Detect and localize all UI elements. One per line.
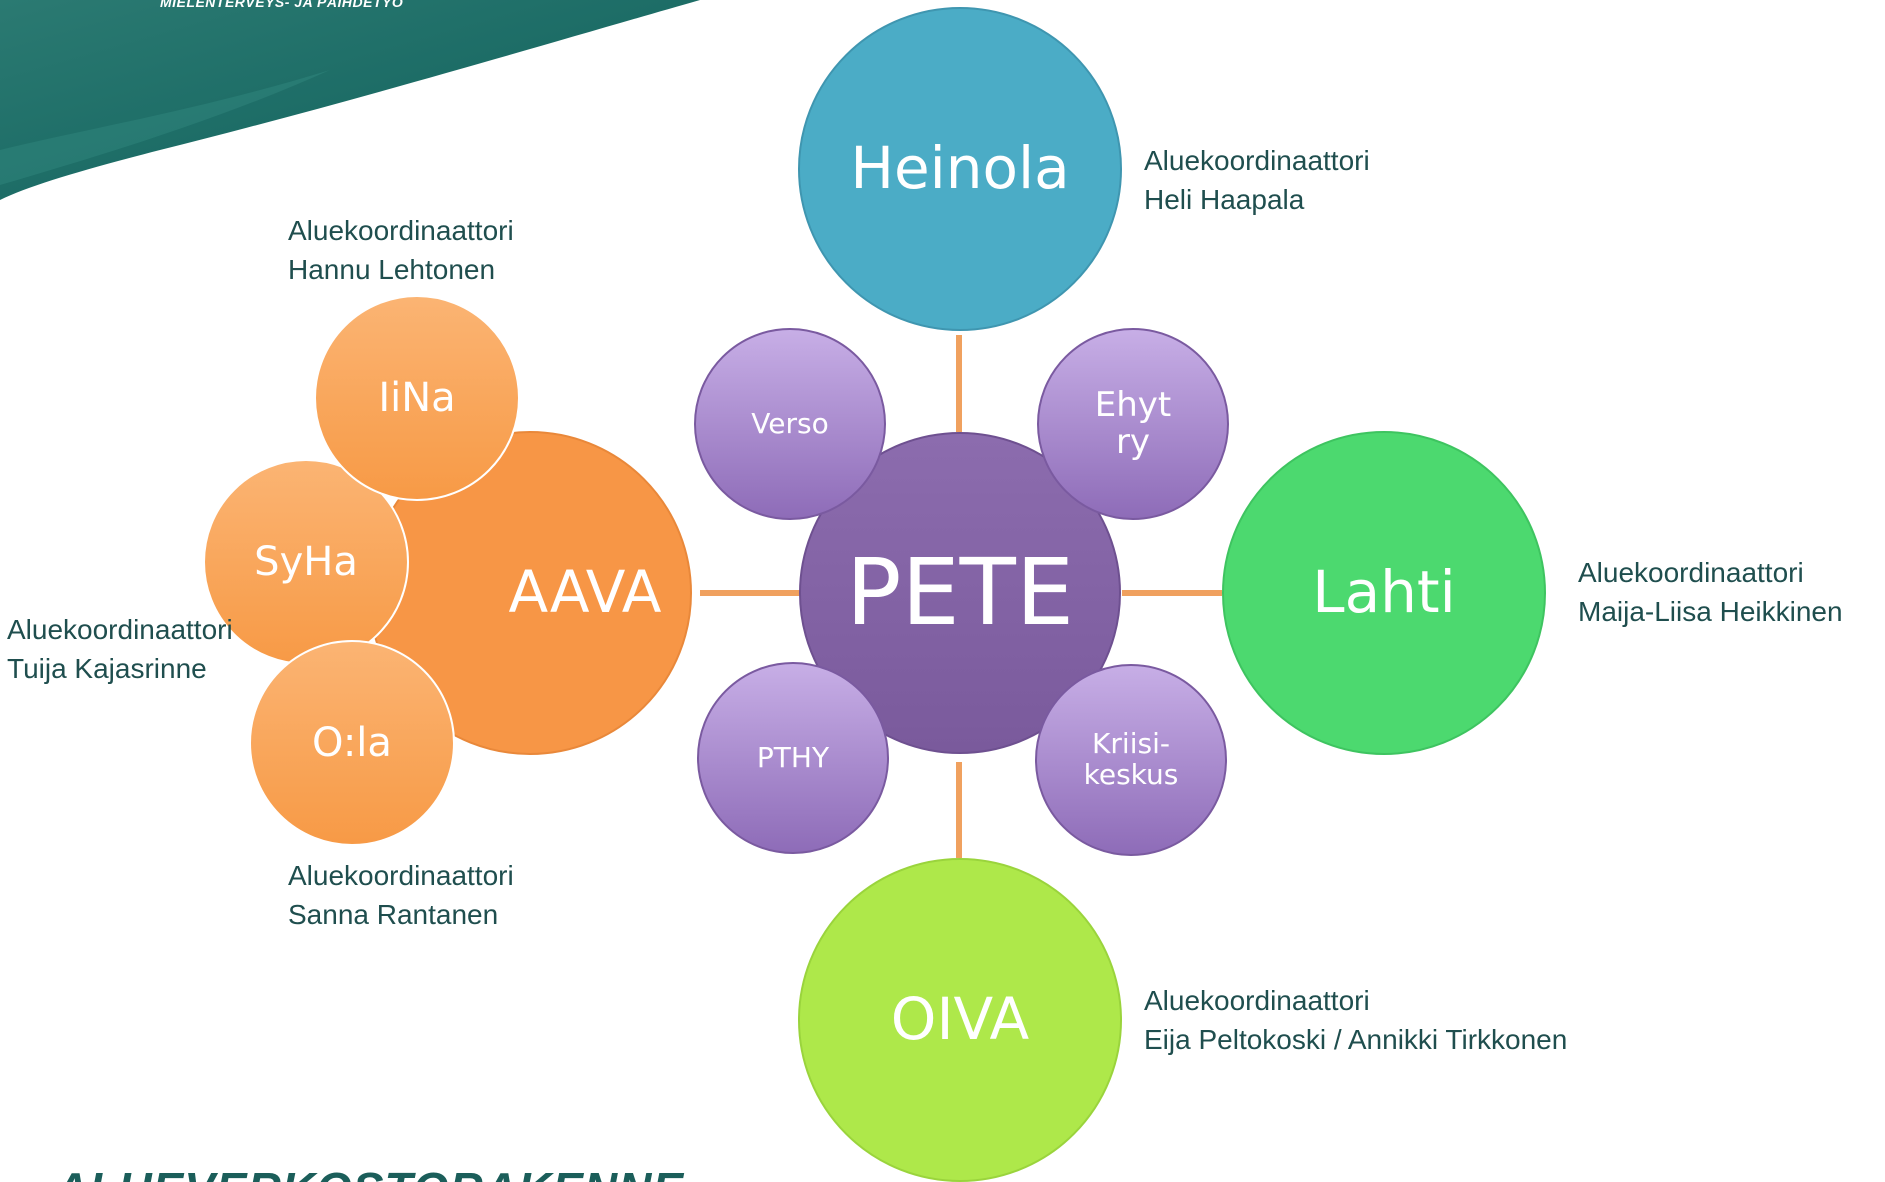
node-ehyt-text: Ehyt ry: [1094, 384, 1172, 462]
node-ehyt-line-2: ry: [1115, 422, 1151, 462]
connector-oiva: [956, 762, 962, 858]
caption-lahti-role: Aluekoordinaattori: [1578, 557, 1804, 588]
connector-heinola: [956, 335, 962, 432]
node-lahti-label: Lahti: [1312, 558, 1456, 627]
node-kriisikeskus-line-2: keskus: [1083, 758, 1179, 791]
node-oiva: OIVA: [798, 858, 1122, 1182]
footer-title: ALUEVERKOSTORAKENNE: [55, 1162, 684, 1182]
connector-aava: [700, 590, 800, 596]
node-ehyt-line-1: Ehyt: [1094, 384, 1172, 425]
caption-lahti: Aluekoordinaattori Maija-Liisa Heikkinen: [1578, 553, 1843, 631]
node-kriisikeskus: Kriisi- keskus: [1035, 664, 1227, 856]
node-ehyt: Ehyt ry: [1037, 328, 1229, 520]
caption-oiva-person: Eija Peltokoski / Annikki Tirkkonen: [1144, 1024, 1568, 1055]
node-kriisikeskus-text: Kriisi- keskus: [1083, 727, 1179, 791]
node-iina-label: IiNa: [378, 375, 456, 421]
caption-syha-role: Aluekoordinaattori: [7, 614, 233, 645]
caption-oila-person: Sanna Rantanen: [288, 899, 499, 930]
node-heinola: Heinola: [798, 7, 1122, 331]
caption-syha-person: Tuija Kajasrinne: [7, 653, 207, 684]
caption-iina-role: Aluekoordinaattori: [288, 215, 514, 246]
node-iina: IiNa: [314, 295, 520, 501]
connector-lahti: [1122, 590, 1222, 596]
node-kriisikeskus-line-1: Kriisi-: [1092, 727, 1170, 761]
caption-oiva: Aluekoordinaattori Eija Peltokoski / Ann…: [1144, 981, 1567, 1059]
caption-oila-role: Aluekoordinaattori: [288, 860, 514, 891]
caption-syha: Aluekoordinaattori Tuija Kajasrinne: [7, 610, 233, 688]
header-band-shape: [0, 0, 700, 200]
node-pthy: PTHY: [697, 662, 889, 854]
node-syha-label: SyHa: [254, 539, 358, 585]
node-oila-label: O:la: [312, 720, 392, 766]
caption-heinola-role: Aluekoordinaattori: [1144, 145, 1370, 176]
caption-heinola: Aluekoordinaattori Heli Haapala: [1144, 141, 1370, 219]
header-org-text: MIELENTERVEYS- JA PÄIHDETYÖ: [160, 0, 404, 10]
node-lahti: Lahti: [1222, 431, 1546, 755]
node-verso-label: Verso: [751, 406, 829, 440]
caption-lahti-person: Maija-Liisa Heikkinen: [1578, 596, 1843, 627]
node-verso: Verso: [694, 328, 886, 520]
caption-oiva-role: Aluekoordinaattori: [1144, 985, 1370, 1016]
node-oila: O:la: [249, 640, 455, 846]
caption-iina-person: Hannu Lehtonen: [288, 254, 496, 285]
node-pete-label: PETE: [846, 539, 1074, 647]
node-oiva-label: OIVA: [890, 985, 1030, 1054]
caption-iina: Aluekoordinaattori Hannu Lehtonen: [288, 211, 514, 289]
node-heinola-label: Heinola: [850, 134, 1070, 203]
caption-heinola-person: Heli Haapala: [1144, 184, 1305, 215]
node-aava-label: AAVA: [508, 558, 662, 627]
node-pthy-label: PTHY: [756, 740, 830, 774]
caption-oila: Aluekoordinaattori Sanna Rantanen: [288, 856, 514, 934]
header-band: MIELENTERVEYS- JA PÄIHDETYÖ: [0, 0, 700, 240]
